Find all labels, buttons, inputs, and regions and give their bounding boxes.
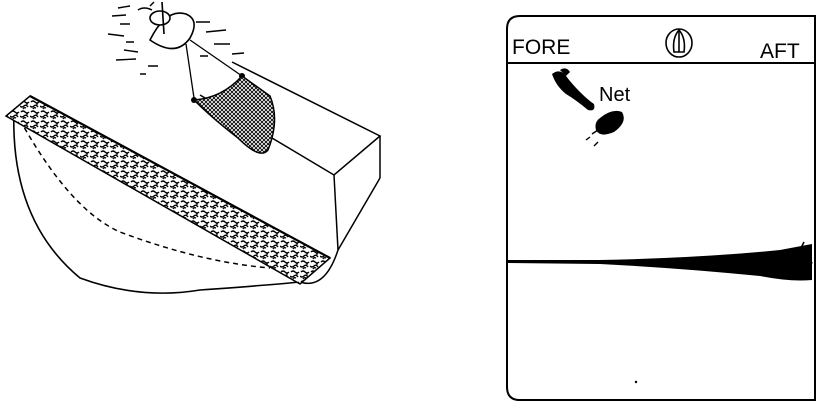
beam-illustration xyxy=(0,0,470,403)
boat xyxy=(150,2,194,49)
fore-label: FORE xyxy=(512,36,570,59)
noise-dot xyxy=(635,381,637,383)
display-frame xyxy=(507,16,815,400)
seabed-band xyxy=(6,96,330,284)
ship-bow-icon xyxy=(666,29,692,57)
net-label: Net xyxy=(599,84,631,106)
aft-label: AFT xyxy=(760,40,800,63)
net-echo xyxy=(552,68,624,146)
trawl-net xyxy=(186,40,275,153)
bottom-echo xyxy=(508,242,812,281)
